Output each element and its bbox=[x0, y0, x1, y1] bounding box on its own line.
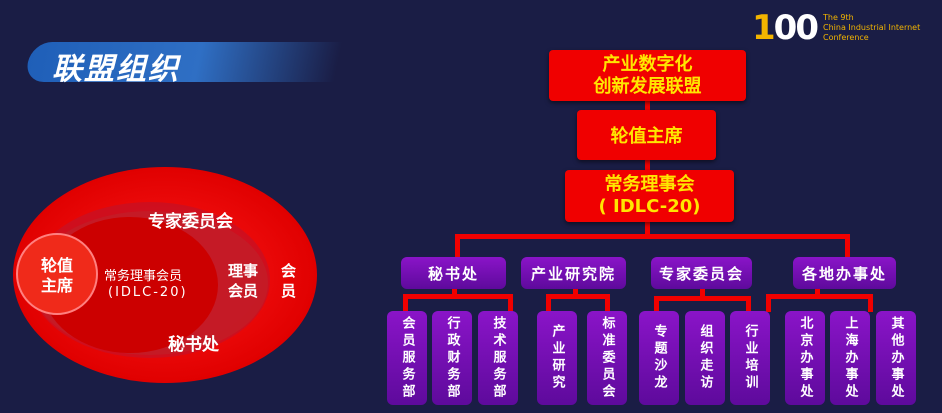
sub-unit: 北京办事处 bbox=[785, 311, 825, 405]
sub-unit: 组织走访 bbox=[685, 311, 725, 405]
venn-standing: 常务理事会员 bbox=[104, 269, 183, 284]
connector-line bbox=[452, 288, 457, 296]
venn-standing-code: (IDLC-20) bbox=[108, 285, 188, 300]
connector-line bbox=[815, 288, 820, 296]
venn-experts: 专家委员会 bbox=[148, 212, 233, 232]
logo-number: 100 bbox=[752, 8, 819, 48]
alliance-line: 产业数字化 bbox=[602, 53, 693, 75]
standing-council-box: 常务理事会 ( IDLC-20) bbox=[565, 170, 734, 222]
sub-unit: 技术服务部 bbox=[478, 311, 518, 405]
connector-line bbox=[546, 294, 551, 312]
sub-unit: 产业研究 bbox=[537, 311, 577, 405]
sub-unit: 会员服务部 bbox=[387, 311, 427, 405]
dept-local-offices: 各地办事处 bbox=[793, 257, 896, 289]
venn-secretariat: 秘书处 bbox=[168, 335, 219, 355]
logo-line: Conference bbox=[823, 33, 869, 42]
dept-secretariat: 秘书处 bbox=[401, 257, 506, 289]
connector-line bbox=[403, 294, 513, 299]
venn-members: 会员 bbox=[280, 262, 296, 300]
logo-line: China Industrial Internet bbox=[823, 23, 921, 32]
chair-box: 轮值主席 bbox=[577, 110, 716, 160]
connector-line bbox=[645, 220, 650, 238]
connector-line bbox=[746, 296, 751, 312]
connector-line bbox=[605, 294, 610, 312]
connector-line bbox=[455, 234, 850, 239]
connector-line bbox=[766, 294, 771, 312]
connector-line bbox=[546, 294, 610, 299]
page-title: 联盟组织 bbox=[52, 52, 180, 87]
sub-unit: 专题沙龙 bbox=[639, 311, 679, 405]
membership-diagram bbox=[13, 167, 317, 383]
connector-line bbox=[455, 234, 460, 258]
connector-line bbox=[654, 296, 659, 312]
sub-unit: 标准委员会 bbox=[587, 311, 627, 405]
connector-line bbox=[700, 288, 705, 298]
connector-line bbox=[654, 296, 751, 301]
sub-unit: 上海办事处 bbox=[830, 311, 870, 405]
connector-line bbox=[845, 234, 850, 258]
connector-line bbox=[573, 288, 578, 296]
alliance-box: 产业数字化 创新发展联盟 bbox=[549, 50, 746, 101]
connector-line bbox=[403, 294, 408, 312]
logo-line: The 9th bbox=[823, 13, 854, 22]
connector-line bbox=[766, 294, 873, 299]
venn-council: 理事会员 bbox=[227, 262, 258, 300]
venn-chair: 轮值主席 bbox=[40, 256, 73, 295]
alliance-line: 创新发展联盟 bbox=[593, 75, 702, 97]
sub-unit: 行政财务部 bbox=[432, 311, 472, 405]
dept-research-institute: 产业研究院 bbox=[521, 257, 626, 289]
chair-circle bbox=[16, 233, 98, 315]
sub-unit: 行业培训 bbox=[730, 311, 770, 405]
standing-line: 常务理事会 bbox=[604, 174, 695, 195]
connector-line bbox=[868, 294, 873, 312]
connector-line bbox=[508, 294, 513, 312]
sub-unit: 其他办事处 bbox=[876, 311, 916, 405]
conference-logo: 100 The 9th China Industrial Internet Co… bbox=[752, 8, 920, 48]
standing-line: ( IDLC-20) bbox=[598, 196, 701, 217]
dept-expert-committee: 专家委员会 bbox=[651, 257, 752, 289]
